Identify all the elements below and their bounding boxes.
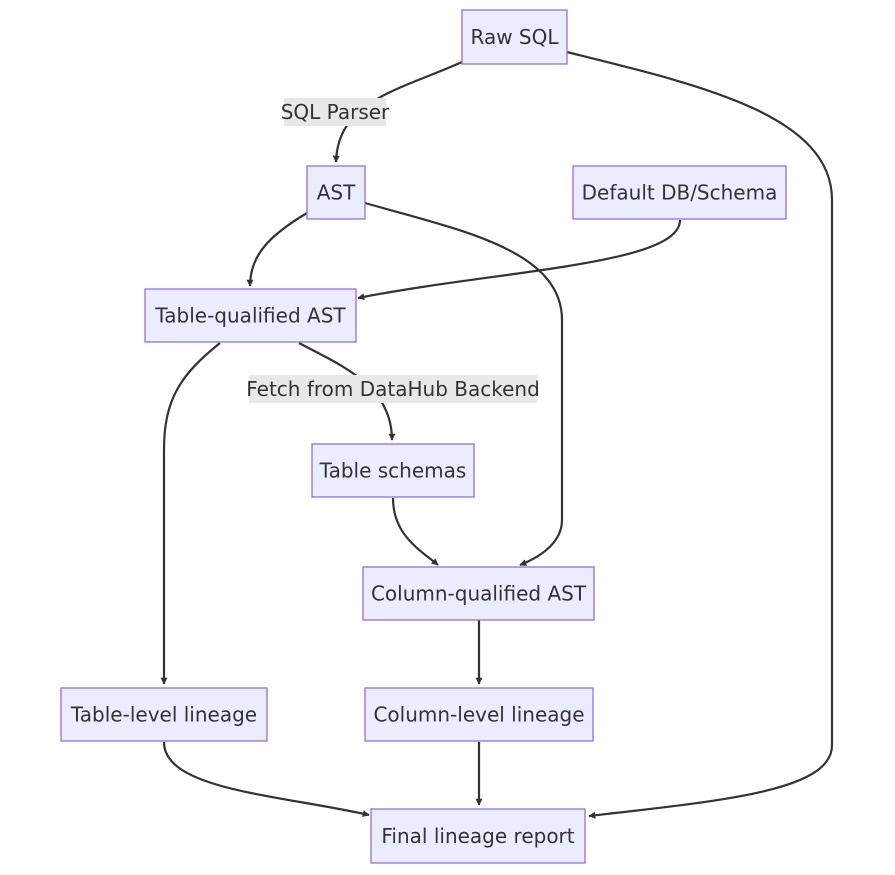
edge-table-level-lineage-to-final-report	[162, 741, 370, 818]
node-ast: AST	[306, 165, 366, 220]
svg-text:Column-level lineage: Column-level lineage	[373, 703, 584, 727]
node-raw-sql: Raw SQL	[461, 9, 568, 65]
edge-ast-to-column-qualified-ast	[364, 201, 564, 567]
svg-text:Table schemas: Table schemas	[319, 459, 467, 483]
svg-text:Table-qualified AST: Table-qualified AST	[154, 304, 346, 328]
edge-raw-sql-to-final-report	[566, 50, 834, 819]
edge-ast-to-table-qualified-ast	[246, 212, 308, 287]
svg-text:Final lineage report: Final lineage report	[381, 824, 574, 848]
svg-text:SQL Parser: SQL Parser	[281, 100, 390, 124]
node-column-level-lineage: Column-level lineage	[364, 687, 594, 742]
edge-label-fetch-from-datahub: Fetch from DataHub Backend	[246, 375, 540, 403]
node-default-db-schema: Default DB/Schema	[572, 165, 787, 220]
svg-text:Default DB/Schema: Default DB/Schema	[582, 181, 778, 205]
edge-table-qualified-ast-to-table-level-lineage	[160, 342, 221, 685]
edge-default-schema-to-table-qualified-ast	[357, 219, 682, 301]
node-final-lineage-report: Final lineage report	[370, 808, 586, 864]
node-table-level-lineage: Table-level lineage	[60, 687, 268, 742]
edge-table-schemas-to-column-qualified-ast	[391, 497, 439, 566]
svg-text:AST: AST	[317, 181, 356, 205]
svg-text:Column-qualified AST: Column-qualified AST	[371, 582, 587, 606]
node-table-schemas: Table schemas	[311, 443, 475, 498]
node-table-qualified-ast: Table-qualified AST	[144, 288, 357, 343]
svg-text:Table-level lineage: Table-level lineage	[70, 703, 257, 727]
node-column-qualified-ast: Column-qualified AST	[362, 566, 595, 621]
edge-label-sql-parser: SQL Parser	[281, 98, 390, 126]
svg-text:Raw SQL: Raw SQL	[470, 25, 559, 49]
svg-text:Fetch from DataHub Backend: Fetch from DataHub Backend	[246, 377, 540, 401]
